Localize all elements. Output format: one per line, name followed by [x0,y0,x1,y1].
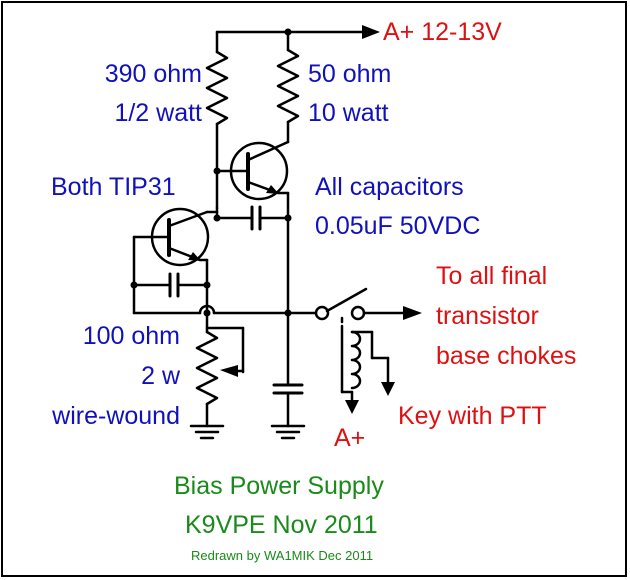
output-label-line3: base chokes [436,342,577,370]
output-arrow-icon [403,306,422,320]
potentiometer-100-ohm [195,311,245,428]
capacitor-c1 [213,205,290,231]
capacitor-c3 [270,383,306,440]
capacitors-label-line1: All capacitors [315,173,464,201]
credit-label: Redrawn by WA1MIK Dec 2011 [191,548,374,563]
transistor-q1 [132,206,219,315]
relay-coil [340,324,395,414]
output-label-line1: To all final [436,262,548,290]
relay-supply-label: A+ [334,424,366,452]
pot-power-label: 2 w [141,362,180,390]
transistor-q2 [213,140,290,201]
pot-value-label: 100 ohm [82,322,180,350]
resistor-390-ohm [205,30,229,210]
junction-dot [213,167,221,175]
supply-rail [215,25,380,39]
resistor-50-ohm [276,30,300,144]
emitter-arrow-icon [266,185,279,194]
supply-label: A+ 12-13V [383,18,502,46]
wiper-arrow-icon [220,365,238,377]
key-label: Key with PTT [398,402,547,430]
capacitor-c2 [130,235,211,315]
capacitors-label-line2: 0.05uF 50VDC [315,212,481,240]
r1-value-label: 390 ohm [104,60,202,88]
author-date-label: K9VPE Nov 2011 [185,511,378,539]
transistors-label: Both TIP31 [51,173,176,201]
pot-type-label: wire-wound [52,402,180,430]
diagram-title: Bias Power Supply [174,472,384,500]
emitter-arrow-icon [188,252,201,261]
key-arrow-icon [381,382,395,396]
r1-power-label: 1/2 watt [114,99,202,127]
junction-dot [203,281,211,289]
output-label-line2: transistor [436,302,539,330]
r2-value-label: 50 ohm [308,60,392,88]
emitter-bus [284,191,292,387]
relay-arrow-icon [345,400,359,414]
r2-power-label: 10 watt [308,99,389,127]
relay-switch [314,287,422,328]
ground-1 [189,424,225,440]
supply-arrow-icon [362,25,380,39]
